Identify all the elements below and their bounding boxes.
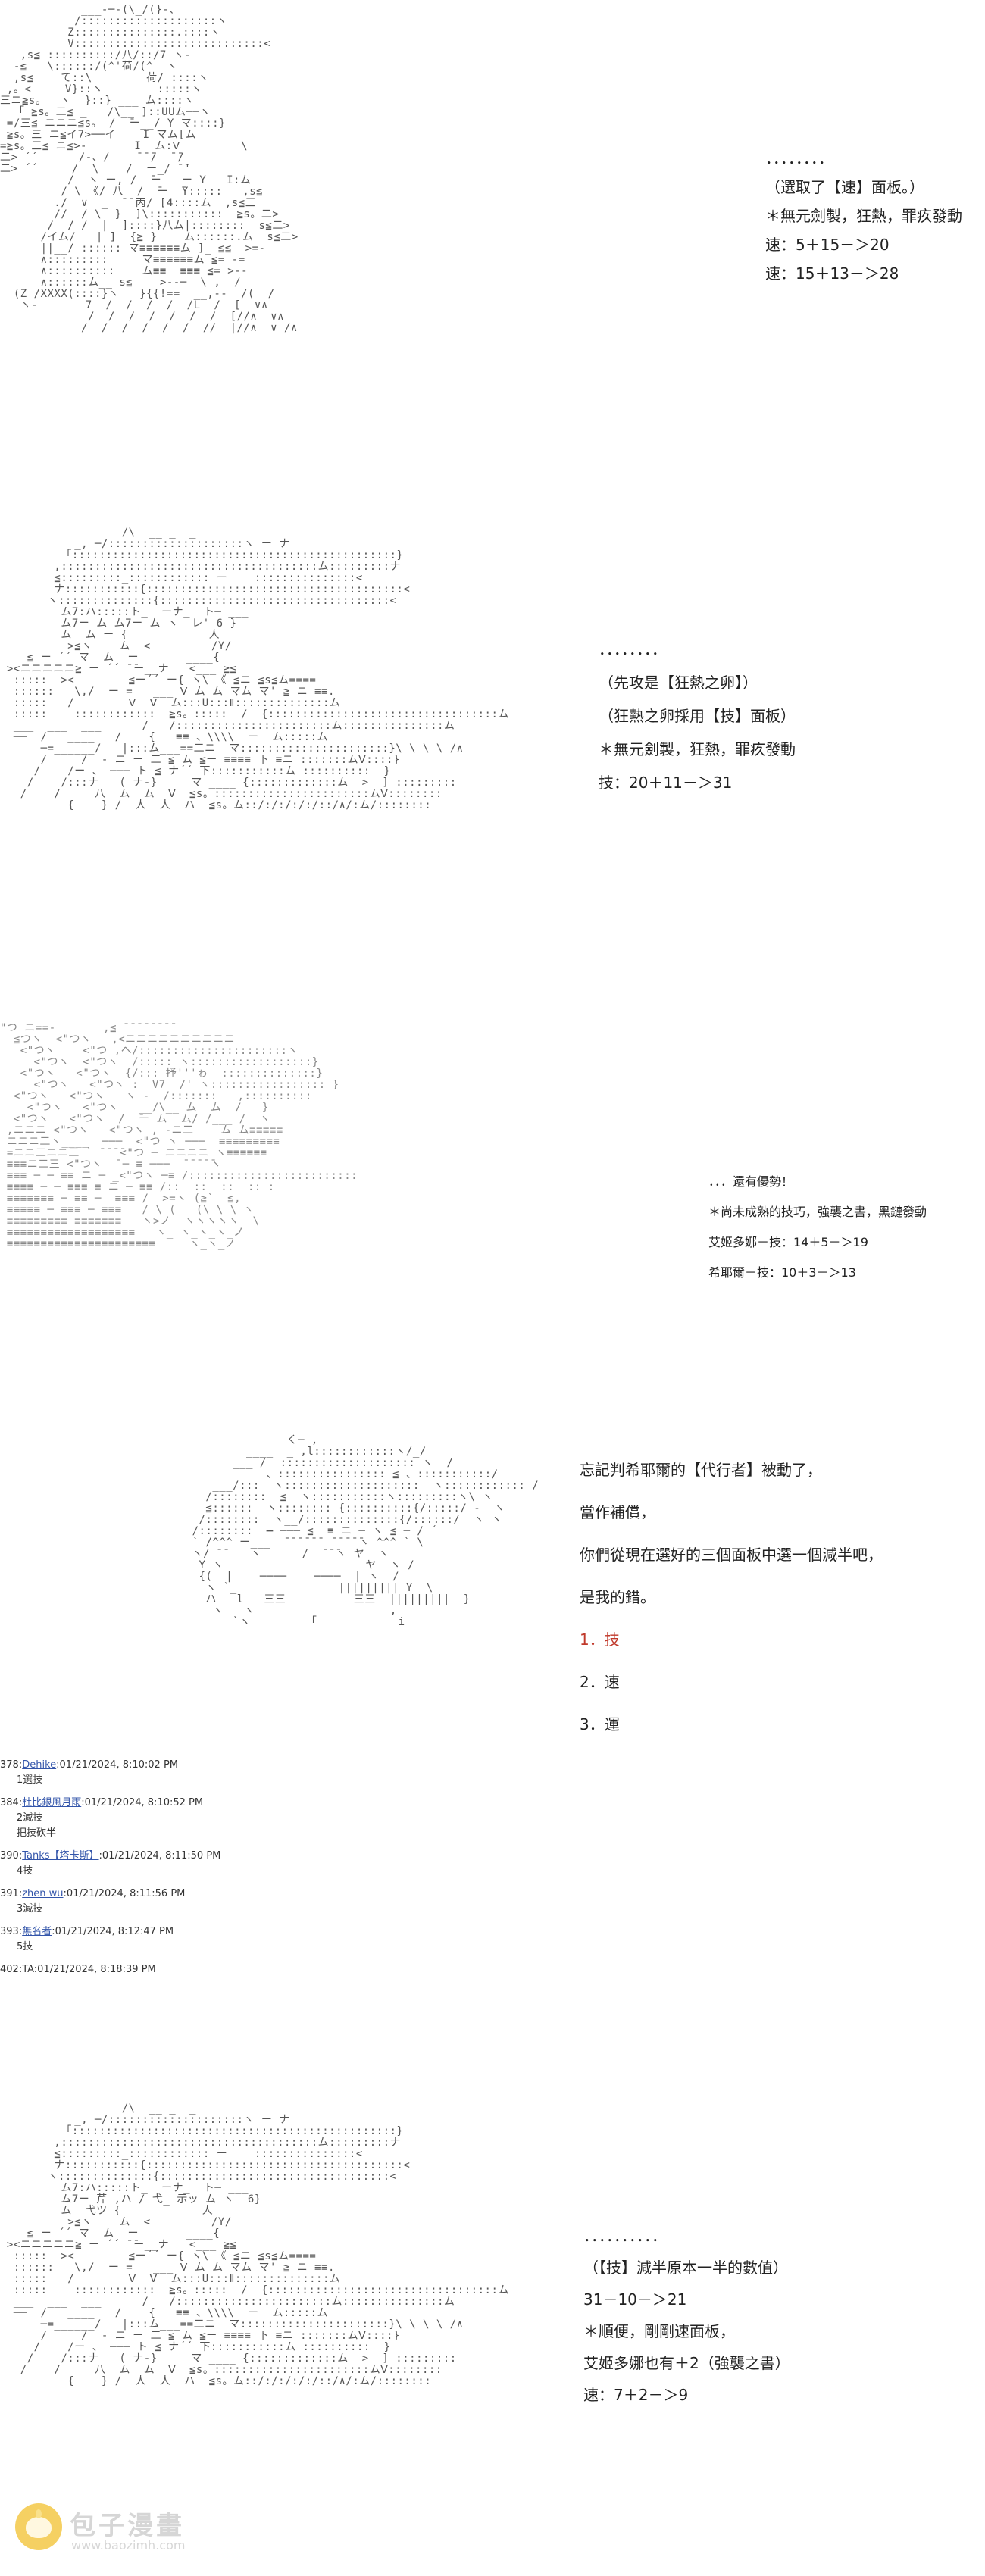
ascii-art-panel-1: ___-─-(\_/(}-、 /::::::::::::::::::::ヽ Z:…: [0, 4, 299, 334]
narration-line: ．．．．．．．．: [599, 640, 667, 658]
comment-timestamp: :01/21/2024, 8:11:50 PM: [98, 1850, 221, 1862]
comment-timestamp: TA:01/21/2024, 8:18:39 PM: [22, 1964, 156, 1975]
option-3: 3．運: [580, 1715, 620, 1733]
panel-1: ___-─-(\_/(}-、 /::::::::::::::::::::ヽ Z:…: [0, 0, 985, 500]
comment-section: 378:Dehike:01/21/2024, 8:10:02 PM 1選技 38…: [0, 1758, 606, 1985]
narration-line: ＊無元劍製，狂熱，罪疚發動: [599, 740, 796, 758]
narration-line: 31－10－＞21: [583, 2290, 687, 2309]
comment-body: 2減技把技砍半: [0, 1811, 606, 1841]
narration-line: 速：7＋2－＞9: [583, 2386, 689, 2404]
panel-4: く─ , ____ _ ,l::::::::::::ヽ/_/ ___ / :::…: [0, 1432, 985, 1750]
narration-line: （先攻是【狂熱之卵】）: [599, 674, 758, 692]
narration-line: ＊順便，剛剛速面板，: [583, 2322, 735, 2340]
watermark-title: 包子漫畫: [70, 2511, 185, 2541]
comment-timestamp: :01/21/2024, 8:10:52 PM: [81, 1797, 204, 1809]
narration-line: （選取了【速】面板。）: [765, 178, 924, 196]
comment-header: 384:杜比銀風月雨:01/21/2024, 8:10:52 PM: [0, 1796, 606, 1811]
comment-username-link[interactable]: Dehike: [22, 1759, 57, 1771]
comment-header: 390:Tanks【塔卡斯】:01/21/2024, 8:11:50 PM: [0, 1849, 606, 1864]
option-2: 2．速: [580, 1673, 620, 1691]
watermark-url: www.baozimh.com: [71, 2538, 186, 2553]
comment-text: 把技砍半: [17, 1827, 57, 1839]
narration-line: 技：20＋11－＞31: [599, 774, 733, 792]
comment-username-link[interactable]: zhen wu: [22, 1888, 64, 1899]
narration-panel-1: ．．．．．．．． （選取了【速】面板。） ＊無元劍製，狂熱，罪疚發動 速：5＋1…: [765, 144, 962, 288]
ascii-art-panel-3: "つ ニ==- ,≦ ̄ ̄ ̄ ̄ ̄ ̄ ̄ ̄ ≦つヽ <"つヽ ,<ニニ…: [0, 1022, 358, 1250]
narration-line: 當作補償，: [580, 1503, 655, 1521]
comment-text: 5技: [17, 1941, 33, 1952]
comment: 378:Dehike:01/21/2024, 8:10:02 PM 1選技: [0, 1758, 606, 1788]
comment: 384:杜比銀風月雨:01/21/2024, 8:10:52 PM 2減技把技砍…: [0, 1796, 606, 1841]
panel-5: /\ __ _ _ _, ─/::::::::::::::::::::ヽ ー ナ…: [0, 2099, 985, 2568]
comment-header: 402:TA:01/21/2024, 8:18:39 PM: [0, 1962, 606, 1977]
comment-username-link[interactable]: 杜比銀風月雨: [22, 1797, 82, 1809]
comment: 390:Tanks【塔卡斯】:01/21/2024, 8:11:50 PM 4技: [0, 1849, 606, 1879]
narration-line: （【技】減半原本一半的數值）: [583, 2259, 788, 2277]
comment-body: 1選技: [0, 1773, 606, 1788]
option-1: 1．技: [580, 1630, 620, 1649]
narration-line: ．．．．．．．．．．: [583, 2227, 667, 2245]
comment-body: 4技: [0, 1864, 606, 1879]
narration-line: 忘記判希耶爾的【代行者】被動了，: [580, 1461, 822, 1479]
comment-text: 1選技: [17, 1774, 43, 1786]
comment-timestamp: :01/21/2024, 8:10:02 PM: [56, 1759, 179, 1771]
comment-number: 393:: [0, 1926, 23, 1937]
comment-username-link[interactable]: Tanks【塔卡斯】: [22, 1850, 99, 1862]
comment-text: 3減技: [17, 1903, 43, 1915]
narration-line: 希耶爾－技：10＋3－＞13: [708, 1265, 856, 1280]
narration-line: ＊尚未成熟的技巧，強襲之書，黑鏈發動: [708, 1205, 927, 1219]
comment-timestamp: :01/21/2024, 8:12:47 PM: [52, 1926, 174, 1937]
narration-line: ．．．．．．．．: [765, 149, 833, 167]
narration-line: 艾姬多娜－技：14＋5－＞19: [708, 1235, 868, 1249]
comment-username-link[interactable]: 無名者: [22, 1926, 52, 1937]
narration-panel-4: 忘記判希耶爾的【代行者】被動了， 當作補償， 你們從現在選好的三個面板中選一個減…: [580, 1449, 883, 1746]
narration-panel-3: ．．．還有優勢！ ＊尚未成熟的技巧，強襲之書，黑鏈發動 艾姬多娜－技：14＋5－…: [708, 1167, 927, 1288]
comment-text: 4技: [17, 1865, 33, 1877]
comment-timestamp: :01/21/2024, 8:11:56 PM: [63, 1888, 186, 1899]
comment-number: 391:: [0, 1888, 23, 1899]
narration-line: 速：15＋13－＞28: [765, 264, 899, 283]
comment: 402:TA:01/21/2024, 8:18:39 PM: [0, 1962, 606, 1977]
narration-line: 速：5＋15－＞20: [765, 236, 890, 254]
comment: 393:無名者:01/21/2024, 8:12:47 PM 5技: [0, 1924, 606, 1955]
comment-body: 5技: [0, 1940, 606, 1955]
narration-line: 艾姬多娜也有＋2（強襲之書）: [583, 2354, 790, 2372]
comment-text: 2減技: [17, 1812, 43, 1824]
narration-line: （狂熱之卵採用【技】面板）: [599, 707, 796, 725]
narration-line: 你們從現在選好的三個面板中選一個減半吧，: [580, 1546, 883, 1564]
comment-number: 390:: [0, 1850, 23, 1862]
comment-number: 378:: [0, 1759, 23, 1771]
ascii-art-panel-4: く─ , ____ _ ,l::::::::::::ヽ/_/ ___ / :::…: [192, 1434, 539, 1628]
comment-body: 3減技: [0, 1902, 606, 1917]
comment-header: 378:Dehike:01/21/2024, 8:10:02 PM: [0, 1758, 606, 1773]
comment-header: 391:zhen wu:01/21/2024, 8:11:56 PM: [0, 1887, 606, 1902]
narration-line: ＊無元劍製，狂熱，罪疚發動: [765, 207, 962, 225]
narration-line: 是我的錯。: [580, 1588, 655, 1606]
narration-line: ．．．還有優勢！: [708, 1174, 794, 1189]
panel-2: /\ __ _ _ _, ─/::::::::::::::::::::ヽ ー ナ…: [0, 523, 985, 993]
panel-3: "つ ニ==- ,≦ ̄ ̄ ̄ ̄ ̄ ̄ ̄ ̄ ≦つヽ <"つヽ ,<ニニ…: [0, 1023, 985, 1417]
comment-header: 393:無名者:01/21/2024, 8:12:47 PM: [0, 1924, 606, 1940]
bun-logo-icon: [15, 2503, 62, 2550]
ascii-art-panel-2: /\ __ _ _ _, ─/::::::::::::::::::::ヽ ー ナ…: [6, 527, 509, 811]
ascii-art-panel-5: /\ __ _ _ _, ─/::::::::::::::::::::ヽ ー ナ…: [6, 2102, 509, 2387]
narration-panel-5: ．．．．．．．．．． （【技】減半原本一半的數值） 31－10－＞21 ＊順便，…: [583, 2220, 790, 2411]
comment: 391:zhen wu:01/21/2024, 8:11:56 PM 3減技: [0, 1887, 606, 1917]
comment-number: 384:: [0, 1797, 23, 1809]
site-watermark: 包子漫畫 www.baozimh.com: [15, 2500, 212, 2561]
comment-number: 402:: [0, 1964, 23, 1975]
narration-panel-2: ．．．．．．．． （先攻是【狂熱之卵】） （狂熱之卵採用【技】面板） ＊無元劍製…: [599, 633, 796, 799]
